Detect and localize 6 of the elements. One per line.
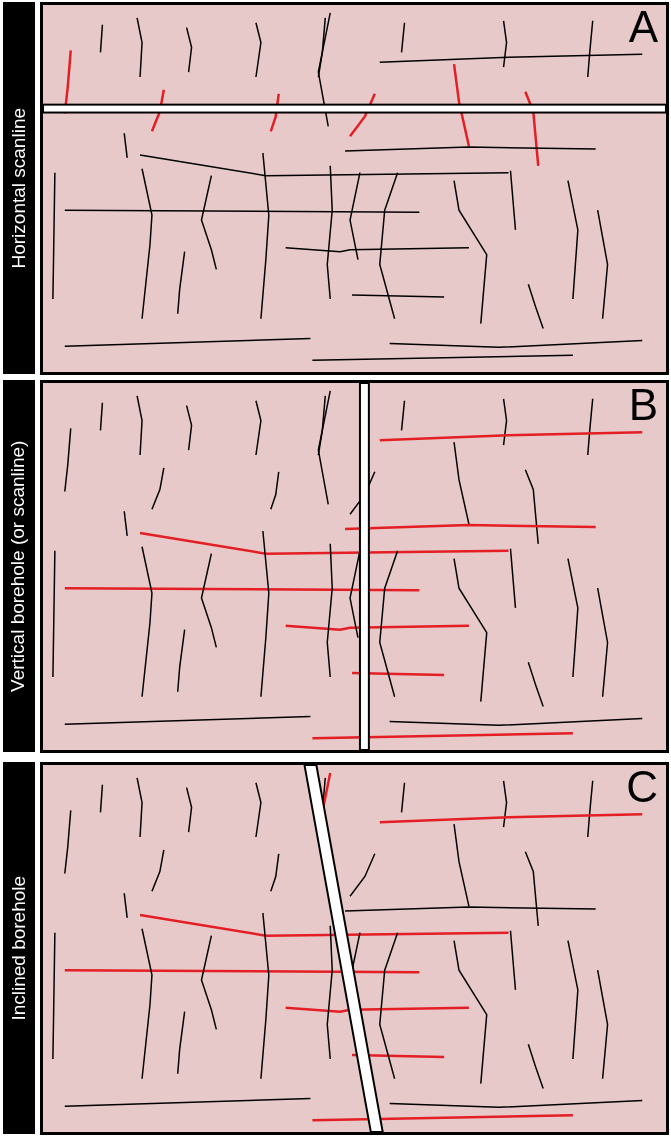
panel-label: Vertical borehole (or scanline): [6, 440, 30, 692]
panel-label: Inclined borehole: [6, 875, 30, 1021]
label-band: [3, 762, 35, 1134]
label-band: [3, 380, 35, 752]
panel-label: Horizontal scanline: [6, 107, 30, 269]
label-band: [3, 2, 35, 374]
